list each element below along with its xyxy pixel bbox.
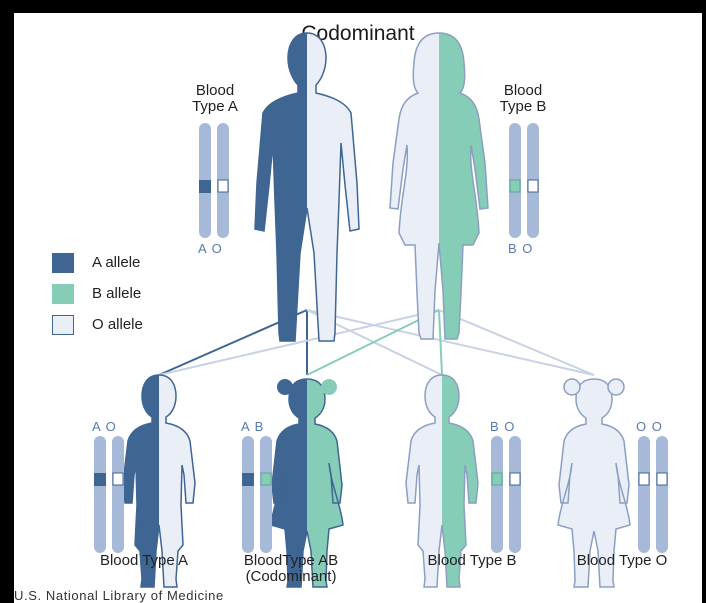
- allele-letter: O: [652, 419, 663, 434]
- source-credit: U.S. National Library of Medicine: [14, 588, 224, 603]
- father-alleles: A O: [198, 241, 223, 256]
- allele-letter: O: [522, 241, 533, 256]
- o-allele-swatch: [52, 315, 74, 335]
- inheritance-illustration: [14, 13, 702, 603]
- child-a-alleles: A O: [92, 419, 117, 434]
- child-b-alleles: B O: [490, 419, 515, 434]
- chromosome-pair-father: [199, 123, 229, 238]
- chromosome-pair-child-b: [491, 436, 521, 553]
- allele-letter: B: [490, 419, 500, 434]
- child-label-text: Blood Type A: [79, 553, 209, 569]
- child-label-text: Blood Type B: [407, 553, 537, 569]
- a-allele-swatch: [52, 253, 74, 273]
- child-o-alleles: O O: [636, 419, 663, 434]
- child-label-type-b: Blood Type B: [407, 553, 537, 569]
- child-label-type-o: Blood Type O: [557, 553, 687, 569]
- diagram-canvas: Codominant: [14, 13, 702, 603]
- chromosome-pair-mother: [509, 123, 539, 238]
- chromosome-pair-child-o: [638, 436, 668, 553]
- allele-letter: B: [508, 241, 518, 256]
- child-label-text: BloodType AB: [226, 553, 356, 569]
- allele-letter: A: [241, 419, 250, 434]
- chromosome-pair-child-a: [94, 436, 124, 553]
- legend-label: O allele: [92, 316, 143, 333]
- b-allele-swatch: [52, 284, 74, 304]
- parent-label-mother: Blood Type B: [488, 83, 558, 115]
- allele-letter: O: [106, 419, 117, 434]
- child-label-type-ab: BloodType AB (Codominant): [226, 553, 356, 585]
- child-label-type-a: Blood Type A: [79, 553, 209, 569]
- allele-letter: O: [504, 419, 515, 434]
- inheritance-lines: [159, 310, 594, 375]
- allele-letter: A: [92, 419, 101, 434]
- parent-label-father: Blood Type A: [180, 83, 250, 115]
- allele-letter: B: [255, 419, 265, 434]
- legend-label: A allele: [92, 254, 140, 271]
- child-label-text: Blood Type O: [557, 553, 687, 569]
- child-ab-alleles: A B: [241, 419, 264, 434]
- mother-figure: [379, 28, 499, 348]
- allele-letter: A: [198, 241, 207, 256]
- allele-letter: O: [636, 419, 647, 434]
- mother-alleles: B O: [508, 241, 533, 256]
- child-sublabel-text: (Codominant): [226, 569, 356, 585]
- father-figure: [247, 28, 367, 348]
- allele-letter: O: [212, 241, 223, 256]
- chromosome-pair-child-ab: [242, 436, 272, 553]
- legend-label: B allele: [92, 285, 141, 302]
